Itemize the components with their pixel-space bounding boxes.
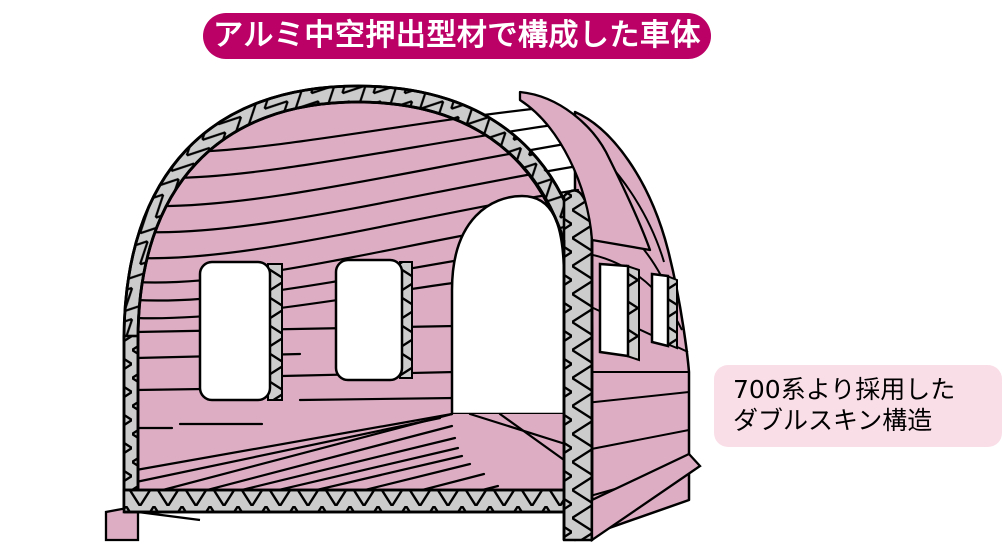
far-window-1: [598, 262, 640, 362]
callout-line-2: ダブルスキン構造: [733, 406, 933, 435]
callout-line-1: 700系より採用した: [733, 375, 956, 404]
title-banner: アルミ中空押出型材で構成した車体: [203, 13, 711, 59]
near-window-2: [334, 258, 413, 382]
callout-box: 700系より採用した ダブルスキン構造: [714, 365, 1002, 447]
far-window-2: [650, 272, 678, 350]
page-title: アルミ中空押出型材で構成した車体: [213, 18, 701, 53]
left-sidewall-double-skin-panel: [122, 334, 140, 514]
doorpost-double-skin-panel: [562, 189, 594, 542]
near-window-1: [198, 260, 283, 402]
right-lower-skirt: [590, 452, 702, 543]
far-roof-continuation: [518, 90, 652, 252]
floor-double-skin-panel: [122, 488, 580, 514]
doorway-opening: [450, 194, 566, 416]
